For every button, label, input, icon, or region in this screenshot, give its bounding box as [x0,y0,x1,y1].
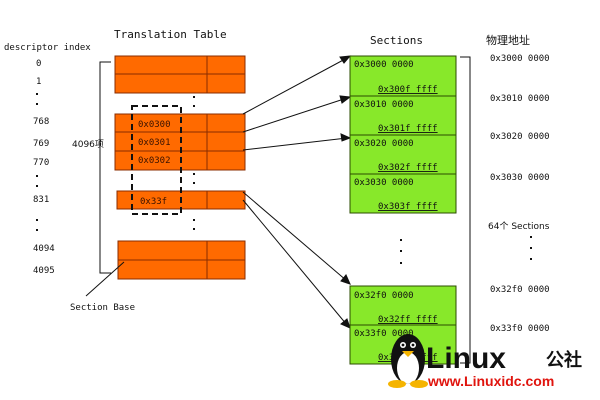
section-base-0x0301: 0x0301 [138,138,171,148]
section-2-start: 0x3020 0000 [354,139,414,149]
mapping-arrows [242,55,352,329]
physical-address-5: 0x33f0 0000 [490,324,550,334]
physical-address-3: 0x3030 0000 [490,173,550,183]
section-base-highlight [131,105,182,215]
linux-logo-watermark: Linux 公社 www.Linuxidc.com [388,334,582,389]
section-0-end: 0x300f ffff [378,85,438,95]
index-label-4094: 4094 [33,244,55,254]
descriptor-index-header: descriptor index [4,43,91,53]
index-label-4095: 4095 [33,266,55,276]
index-ellipsis-bottom [36,219,38,231]
section-1-end: 0x301f ffff [378,124,438,134]
section-4-start: 0x32f0 0000 [354,291,414,301]
section-1-start: 0x3010 0000 [354,100,414,110]
section-2-end: 0x302f ffff [378,163,438,173]
index-label-831: 831 [33,195,49,205]
index-label-770: 770 [33,158,49,168]
section-base-0x0302: 0x0302 [138,156,171,166]
table-block-top [114,55,246,94]
section-base-0x0300: 0x0300 [138,120,171,130]
section-base-0x33f: 0x33f [140,197,167,207]
section-5-start: 0x33f0 0000 [354,329,414,339]
section-3-end: 0x303f ffff [378,202,438,212]
table-size-label: 4096项 [72,139,104,150]
table-ellipsis-2 [193,173,195,184]
table-bracket [99,61,111,274]
physical-address-0: 0x3000 0000 [490,54,550,64]
index-ellipsis-top [36,93,38,105]
section-3-start: 0x3030 0000 [354,178,414,188]
physical-address-1: 0x3010 0000 [490,94,550,104]
sections-count-label: 64个 Sections [488,221,550,232]
physical-address-2: 0x3020 0000 [490,132,550,142]
index-label-769: 769 [33,139,49,149]
sections-ellipsis [400,239,402,264]
index-label-768: 768 [33,117,49,127]
table-ellipsis-3 [193,219,195,230]
index-label-0: 0 [36,59,41,69]
section-4-end: 0x32ff ffff [378,315,438,325]
section-base-label: Section Base [70,303,135,313]
physical-ellipsis [530,236,532,260]
physical-address-title: 物理地址 [486,33,530,47]
table-ellipsis-1 [193,96,195,107]
tux-penguin-icon [388,334,428,388]
sections-bracket [460,56,471,364]
section-base-pointer [85,261,125,297]
index-ellipsis-mid [36,175,38,187]
index-label-1: 1 [36,77,41,87]
table-block-bottom [117,240,246,280]
watermark-brand: Linux [426,342,506,375]
section-0-start: 0x3000 0000 [354,60,414,70]
physical-address-4: 0x32f0 0000 [490,285,550,295]
sections-title: Sections [370,34,423,47]
translation-table-title: Translation Table [114,28,227,41]
watermark-url: www.Linuxidc.com [427,373,554,389]
watermark-brand-suffix: 公社 [546,349,582,371]
